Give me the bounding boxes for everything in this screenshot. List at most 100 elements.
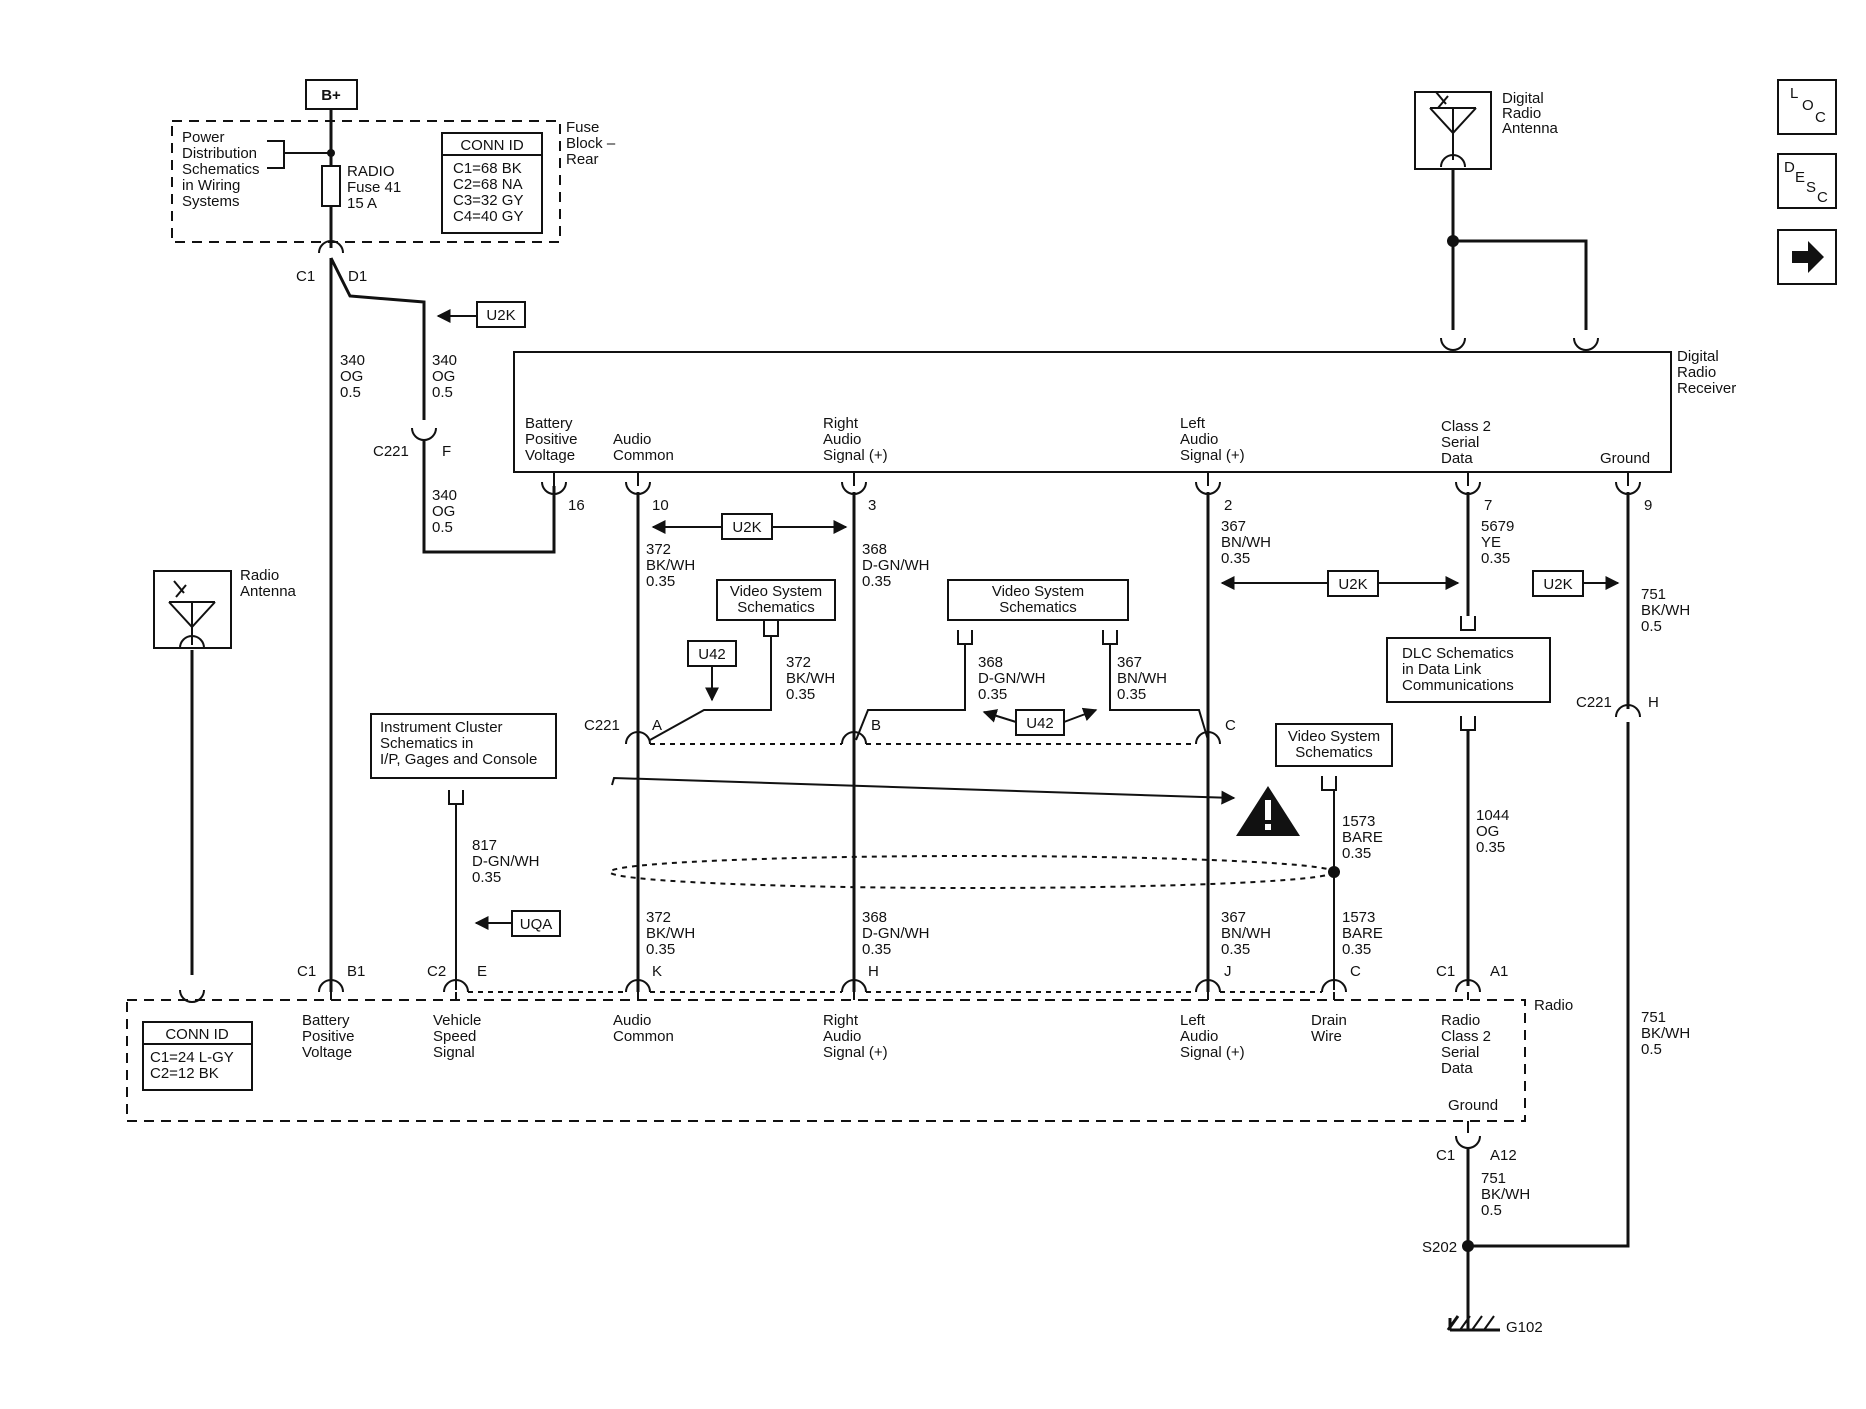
svg-text:Block –: Block – [566, 135, 616, 152]
svg-text:Speed: Speed [433, 1028, 476, 1045]
svg-text:F: F [442, 443, 451, 460]
svg-text:0.5: 0.5 [432, 384, 453, 401]
svg-text:H: H [868, 963, 879, 980]
instrument-cluster-schematics-ref[interactable]: Instrument Cluster Schematics in I/P, Ga… [370, 713, 557, 779]
svg-text:in Data Link: in Data Link [1402, 661, 1482, 678]
svg-text:Audio: Audio [613, 431, 651, 448]
wire-340-label-a: 340 OG 0.5 [340, 352, 365, 401]
uqa-option-ref[interactable] [511, 910, 561, 937]
svg-text:D-GN/WH: D-GN/WH [472, 853, 540, 870]
svg-text:Radio: Radio [1502, 105, 1541, 122]
wire-367-label-upper: 367 BN/WH 0.35 [1221, 518, 1271, 567]
svg-text:Schematics: Schematics [1295, 744, 1373, 761]
svg-text:368: 368 [978, 654, 1003, 671]
svg-text:Audio: Audio [1180, 1028, 1218, 1045]
u2k-ref-audio[interactable] [721, 513, 773, 540]
svg-text:YE: YE [1481, 534, 1501, 551]
svg-text:RADIO: RADIO [347, 163, 395, 180]
svg-text:BK/WH: BK/WH [646, 557, 695, 574]
svg-text:3: 3 [868, 497, 876, 514]
svg-text:C2: C2 [427, 963, 446, 980]
svg-text:K: K [652, 963, 662, 980]
antenna-signal-icon [1435, 91, 1449, 109]
svg-text:D-GN/WH: D-GN/WH [978, 670, 1046, 687]
wire-340-og-branch [329, 257, 426, 420]
wire-367-label-lower: 367 BN/WH 0.35 [1221, 909, 1271, 958]
connector-c221-f [411, 427, 437, 441]
svg-text:2: 2 [1224, 497, 1232, 514]
svg-text:Rear: Rear [566, 151, 599, 168]
svg-text:A12: A12 [1490, 1147, 1517, 1164]
svg-text:Common: Common [613, 1028, 674, 1045]
u2k-option-ref[interactable] [476, 301, 526, 328]
u2k-ref-ground[interactable] [1532, 570, 1584, 597]
wire-368-label-upper: 368 D-GN/WH 0.35 [862, 541, 930, 590]
svg-text:Positive: Positive [525, 431, 578, 448]
video-system-schematics-1[interactable]: Video System Schematics [716, 579, 836, 621]
svg-text:E: E [1795, 169, 1805, 186]
video-system-schematics-3[interactable]: Video System Schematics [1275, 723, 1393, 767]
radio-pin-labels: Battery Positive Voltage Vehicle Speed S… [302, 1012, 1498, 1114]
svg-text:0.5: 0.5 [340, 384, 361, 401]
wire-751-label-upper: 751 BK/WH 0.5 [1641, 586, 1690, 635]
fuse-block-rear: B+ Power Distribution Schematics in Wiri… [171, 79, 616, 248]
svg-text:C221: C221 [1576, 694, 1612, 711]
svg-text:Audio: Audio [613, 1012, 651, 1029]
u2k-ref-left-audio[interactable] [1327, 570, 1379, 597]
svg-text:751: 751 [1481, 1170, 1506, 1187]
loc-button[interactable]: L O C [1777, 79, 1837, 135]
antenna-signal-icon-2 [173, 580, 187, 598]
svg-text:BK/WH: BK/WH [1481, 1186, 1530, 1203]
svg-text:Class 2: Class 2 [1441, 1028, 1491, 1045]
svg-text:Video System: Video System [730, 583, 822, 600]
warning-icon[interactable] [1236, 786, 1300, 836]
u42-option-ref-2[interactable] [1015, 709, 1065, 736]
svg-text:B: B [871, 717, 881, 734]
svg-text:Left: Left [1180, 415, 1206, 432]
svg-text:367: 367 [1221, 518, 1246, 535]
svg-text:Audio: Audio [823, 431, 861, 448]
dlc-schematics-ref[interactable]: DLC Schematics in Data Link Communicatio… [1386, 637, 1551, 703]
wire-817-label: 817 D-GN/WH 0.35 [472, 837, 540, 886]
svg-text:Battery: Battery [525, 415, 573, 432]
wire-751-label-radio: 751 BK/WH 0.5 [1481, 1170, 1530, 1219]
svg-text:C1: C1 [297, 963, 316, 980]
svg-text:372: 372 [646, 909, 671, 926]
svg-text:367: 367 [1221, 909, 1246, 926]
svg-text:Receiver: Receiver [1677, 380, 1736, 397]
digital-antenna-cable [1451, 170, 1588, 330]
svg-text:J: J [1224, 963, 1232, 980]
wire-372-label-lower: 372 BK/WH 0.35 [646, 909, 695, 958]
svg-text:1573: 1573 [1342, 909, 1375, 926]
wire-1573-label-upper: 1573 BARE 0.35 [1342, 813, 1383, 862]
svg-text:Signal: Signal [433, 1044, 475, 1061]
desc-button[interactable]: D E S C [1777, 153, 1837, 209]
svg-text:B1: B1 [347, 963, 365, 980]
svg-text:C1=68 BK: C1=68 BK [453, 160, 522, 177]
wire-368-label-lower: 368 D-GN/WH 0.35 [862, 909, 930, 958]
svg-text:BARE: BARE [1342, 925, 1383, 942]
svg-text:Right: Right [823, 415, 859, 432]
radio-conn-id: CONN ID C1=24 L-GY C2=12 BK [142, 1021, 253, 1091]
svg-text:S: S [1806, 179, 1816, 196]
svg-text:0.35: 0.35 [786, 686, 815, 703]
digital-radio-antenna: Digital Radio Antenna [1414, 90, 1559, 170]
next-arrow-button[interactable] [1777, 229, 1837, 285]
svg-text:Schematics: Schematics [737, 599, 815, 616]
svg-text:CONN ID: CONN ID [165, 1026, 229, 1043]
connector-c221-row: C221 A B C [584, 717, 1236, 745]
svg-text:D-GN/WH: D-GN/WH [862, 557, 930, 574]
svg-text:0.35: 0.35 [978, 686, 1007, 703]
svg-text:340: 340 [432, 352, 457, 369]
video-system-schematics-2[interactable]: Video System Schematics [947, 579, 1129, 621]
svg-text:Battery: Battery [302, 1012, 350, 1029]
svg-text:C1: C1 [1436, 1147, 1455, 1164]
svg-text:Data: Data [1441, 1060, 1473, 1077]
svg-text:817: 817 [472, 837, 497, 854]
svg-text:C: C [1350, 963, 1361, 980]
wire-367-video-branch [1102, 630, 1209, 741]
svg-text:0.35: 0.35 [646, 941, 675, 958]
svg-text:0.35: 0.35 [1481, 550, 1510, 567]
svg-text:0.35: 0.35 [1221, 941, 1250, 958]
svg-text:Ground: Ground [1448, 1097, 1498, 1114]
